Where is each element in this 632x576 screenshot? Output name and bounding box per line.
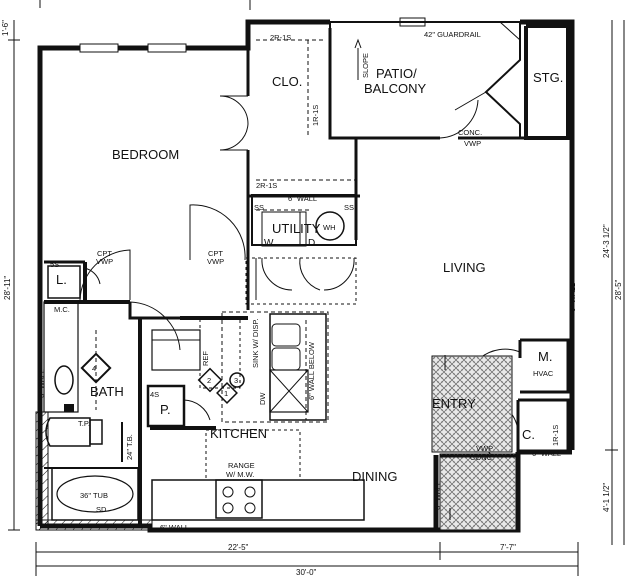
note-wall-6-right: 6" WALL <box>568 283 577 312</box>
note-4s: 4S <box>150 390 159 399</box>
dim-top-left-small: 1'-6" <box>1 20 10 36</box>
note-tub: 36" TUB <box>80 491 108 500</box>
note-wall-6-upper: 6" WALL <box>288 194 317 203</box>
note-ss-left: SS <box>254 203 264 212</box>
dim-right-24: 24'-3 1/2" <box>602 224 611 258</box>
room-label-bath: BATH <box>90 384 124 399</box>
dim-right-4: 4'-1 1/2" <box>602 483 611 512</box>
kitchen-fixtures <box>150 311 365 521</box>
room-label-linen: L. <box>56 272 67 287</box>
room-label-utility: UTILITY <box>272 221 321 236</box>
badge-4: 4 <box>92 364 96 373</box>
note-vwp-left: VWP <box>96 257 113 266</box>
room-label-living: LIVING <box>443 260 486 275</box>
note-slope: SLOPE <box>361 53 370 78</box>
note-shelf-1r1s: 1R-1S <box>311 105 320 126</box>
room-label-closet: CLO. <box>272 74 302 89</box>
note-shelf-coat: 1R-1S <box>551 425 560 446</box>
note-wh: WH <box>323 223 336 232</box>
interior-walls <box>43 28 572 526</box>
room-label-pantry: P. <box>160 402 171 417</box>
dimension-labels: 28'-11" 1'-6" 24'-3 1/2" 28'-5" 4'-1 1/2… <box>1 20 623 576</box>
note-sd: SD <box>96 505 107 514</box>
bath-fixtures <box>35 330 153 531</box>
badge-3: 3 <box>234 376 238 385</box>
note-shelf-top: 2R-1S <box>270 33 291 42</box>
utility-area <box>245 209 357 305</box>
note-conc-entry: CONC. <box>470 453 494 462</box>
dimension-lines <box>8 0 625 576</box>
room-label-bedroom: BEDROOM <box>112 147 179 162</box>
badge-1: 1 <box>224 389 228 398</box>
note-dryer: D. <box>308 238 318 249</box>
dim-right-28: 28'-5" <box>614 279 623 300</box>
note-cpt-left: CPT <box>97 249 112 258</box>
dim-bottom-7: 7'-7" <box>500 543 516 552</box>
note-range-2: W/ M.W. <box>226 470 254 479</box>
room-label-coat: C. <box>522 427 535 442</box>
note-mc: M.C. <box>54 305 70 314</box>
note-sink: SINK W/ DISP. <box>251 319 260 368</box>
room-label-m: M. <box>538 349 552 364</box>
badge-2: 2 <box>207 376 211 385</box>
note-tb: 24" T.B. <box>125 434 134 460</box>
room-label-dining: DINING <box>352 469 398 484</box>
linen-closet <box>47 265 81 299</box>
kitchen-badges <box>80 352 245 404</box>
note-ref: REF <box>201 351 210 366</box>
note-wall-6-coat: 6" WALL <box>532 449 561 458</box>
note-vwp: VWP <box>464 139 481 148</box>
note-shelf-bottom: 2R-1S <box>256 181 277 190</box>
note-dw: DW <box>258 392 267 405</box>
note-tp: T.P. <box>78 419 90 428</box>
note-range-1: RANGE <box>228 461 255 470</box>
room-label-patio-2: BALCONY <box>364 81 426 96</box>
room-label-storage: STG. <box>533 70 563 85</box>
room-label-kitchen: KITCHEN <box>210 426 267 441</box>
note-vwp-entry: VWP <box>476 444 493 453</box>
note-wall-6-dining: 6" WALL <box>433 481 442 510</box>
note-wall-6-below: 6" WALL BELOW <box>307 341 316 400</box>
note-washer: W. <box>264 238 276 249</box>
note-guardrail: 42" GUARDRAIL <box>424 30 481 39</box>
note-vwp-right: VWP <box>207 257 224 266</box>
room-label-patio-1: PATIO/ <box>376 66 417 81</box>
note-conc: CONC. <box>458 128 482 137</box>
note-cpt-right: CPT <box>208 249 223 258</box>
note-wall-6-bottom: 6" WALL <box>160 523 189 532</box>
entry-floor <box>431 355 518 531</box>
room-labels: BEDROOM CLO. PATIO/ BALCONY STG. UTILITY… <box>56 66 563 484</box>
dim-bottom-30: 30'-0" <box>296 568 317 576</box>
note-wall-6-bath: 6" WALL <box>37 369 46 398</box>
dim-left-height: 28'-11" <box>3 276 12 300</box>
room-label-hvac: HVAC <box>533 369 554 378</box>
plan-notes: 42" GUARDRAIL SLOPE CONC. VWP 2R-1S 1R-1… <box>37 30 577 532</box>
note-5s: 5S <box>50 260 59 269</box>
room-label-entry: ENTRY <box>432 396 476 411</box>
dim-bottom-22: 22'-5" <box>228 543 249 552</box>
note-ss-right: SS <box>344 203 354 212</box>
